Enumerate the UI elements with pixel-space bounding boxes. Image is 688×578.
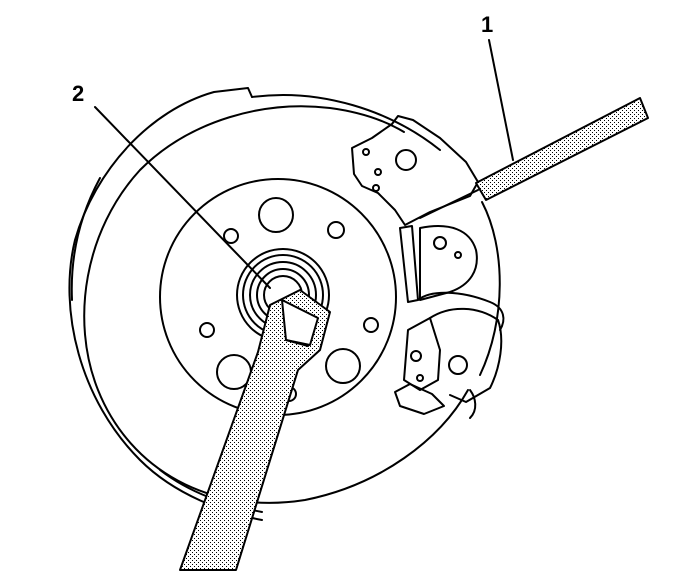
wrench-tool <box>179 289 331 571</box>
callout-label-1: 1 <box>481 12 494 37</box>
rotor-disc <box>83 105 501 504</box>
callout-label-2: 2 <box>72 81 85 106</box>
caliper-bracket <box>351 115 505 419</box>
leader-lines <box>94 39 514 289</box>
pry-bar-tool <box>475 97 649 201</box>
